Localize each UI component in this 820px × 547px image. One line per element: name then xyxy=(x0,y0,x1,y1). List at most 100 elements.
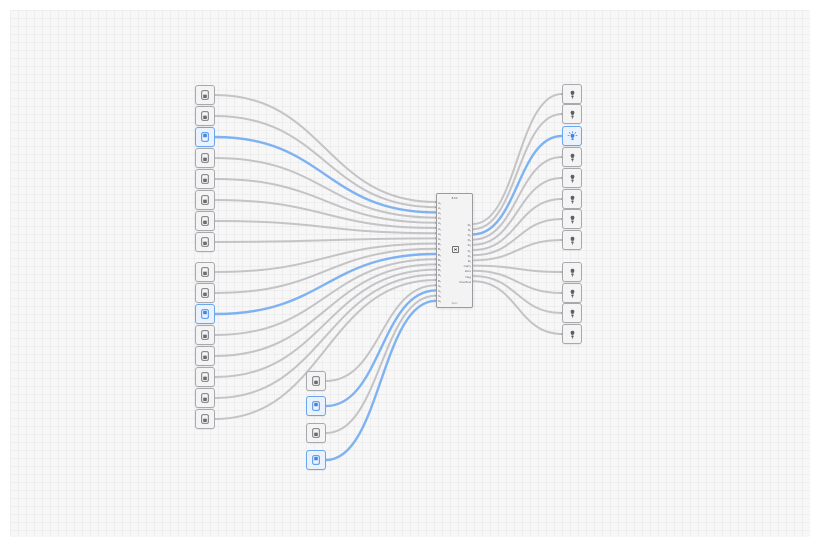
chip-input-pin[interactable]: B₃ xyxy=(438,257,442,262)
chip-output-pin[interactable]: R₆ xyxy=(467,253,471,258)
chip-input-pin[interactable]: S₂ xyxy=(438,294,442,299)
output-lamp-R₂[interactable] xyxy=(562,126,582,146)
chip-output-pin[interactable]: R₃ xyxy=(467,238,471,243)
chip-title: 8-bit xyxy=(451,196,458,200)
input-switch-A₂[interactable] xyxy=(195,127,215,147)
wire-input-7 xyxy=(214,237,437,243)
chip-input-pin[interactable]: A₆ xyxy=(438,231,442,236)
chip-output-pin[interactable]: Zero xyxy=(464,269,471,274)
input-switch-B₆[interactable] xyxy=(195,388,215,408)
input-switch-B₇[interactable] xyxy=(195,409,215,429)
wire-input-1 xyxy=(214,115,437,209)
chip-input-pin[interactable]: B₀ xyxy=(438,242,442,247)
chip-input-pin[interactable]: A₀ xyxy=(438,200,442,205)
chip-output-pin[interactable]: R₀ xyxy=(467,222,471,227)
light-bulb-icon xyxy=(570,110,574,119)
chip-input-pin[interactable]: A₇ xyxy=(438,236,442,241)
chip-input-pin[interactable]: B₅ xyxy=(438,268,442,273)
chip-footer: ALU xyxy=(451,301,458,305)
output-lamp-Zero[interactable] xyxy=(562,283,582,303)
input-switch-A₄[interactable] xyxy=(195,169,215,189)
toggle-switch-icon xyxy=(201,237,209,247)
output-lamp-R₅[interactable] xyxy=(562,189,582,209)
chip-output-pin[interactable]: R₅ xyxy=(467,248,471,253)
wire-input-18 xyxy=(325,294,437,434)
chip-output-pin[interactable]: R₂ xyxy=(467,232,471,237)
wire-output-6 xyxy=(472,218,563,257)
toggle-switch-icon xyxy=(312,428,320,438)
light-bulb-icon xyxy=(570,268,574,277)
toggle-switch-icon xyxy=(201,309,209,319)
wire-output-1 xyxy=(472,113,563,231)
light-bulb-icon xyxy=(570,215,574,224)
chip-output-pin[interactable]: R₇ xyxy=(467,258,471,263)
chip-icon xyxy=(451,245,460,254)
output-lamp-R₁[interactable] xyxy=(562,104,582,124)
input-switch-A₀[interactable] xyxy=(195,85,215,105)
light-bulb-icon xyxy=(570,195,574,204)
toggle-switch-icon xyxy=(201,90,209,100)
wire-output-7 xyxy=(472,239,563,262)
wire-input-11 xyxy=(214,258,437,336)
chip-input-pin[interactable]: A₅ xyxy=(438,226,442,231)
chip-output-pin[interactable]: Overflow xyxy=(459,279,471,284)
light-bulb-icon xyxy=(570,309,574,318)
chip-input-pin[interactable]: B₆ xyxy=(438,273,442,278)
toggle-switch-icon xyxy=(201,153,209,163)
input-switch-B₅[interactable] xyxy=(195,367,215,387)
input-switch-A₅[interactable] xyxy=(195,190,215,210)
chip-input-pin[interactable]: A₂ xyxy=(438,210,442,215)
input-switch-S₃[interactable] xyxy=(306,450,326,470)
output-lamp-R₆[interactable] xyxy=(562,209,582,229)
output-lamp-R₇[interactable] xyxy=(562,230,582,250)
output-lamp-Overflow[interactable] xyxy=(562,324,582,344)
output-lamp-Carry[interactable] xyxy=(562,262,582,282)
wire-input-10 xyxy=(213,252,438,316)
chip-output-pin[interactable]: Carry xyxy=(463,264,471,269)
circuit-canvas[interactable] xyxy=(10,10,810,537)
output-lamp-R₀[interactable] xyxy=(562,84,582,104)
input-switch-S₁[interactable] xyxy=(306,396,326,416)
output-lamp-Neg[interactable] xyxy=(562,303,582,323)
wire-input-13 xyxy=(214,268,437,378)
input-switch-A₆[interactable] xyxy=(195,211,215,231)
chip-input-pin[interactable]: A₃ xyxy=(438,216,442,221)
chip-input-pin[interactable]: A₄ xyxy=(438,221,442,226)
toggle-switch-icon xyxy=(312,401,320,411)
input-switch-B₀[interactable] xyxy=(195,262,215,282)
wire-input-6 xyxy=(214,220,437,235)
input-switch-B₃[interactable] xyxy=(195,325,215,345)
input-switch-S₀[interactable] xyxy=(306,371,326,391)
output-lamp-R₄[interactable] xyxy=(562,168,582,188)
chip-input-pin[interactable]: B₁ xyxy=(438,247,442,252)
input-switch-S₂[interactable] xyxy=(306,423,326,443)
chip-input-pin[interactable]: B₇ xyxy=(438,278,442,283)
input-switch-B₄[interactable] xyxy=(195,346,215,366)
toggle-switch-icon xyxy=(201,111,209,121)
chip-input-pin[interactable]: S₃ xyxy=(438,299,442,304)
wire-output-9 xyxy=(472,269,563,294)
chip-input-pin[interactable]: B₄ xyxy=(438,262,442,267)
input-switch-A₃[interactable] xyxy=(195,148,215,168)
chip-input-pin[interactable]: S₀ xyxy=(438,283,442,288)
output-lamp-R₃[interactable] xyxy=(562,147,582,167)
chip-input-pin[interactable]: S₁ xyxy=(438,288,442,293)
input-switch-B₂[interactable] xyxy=(195,304,215,324)
input-switch-A₇[interactable] xyxy=(195,232,215,252)
input-switch-A₁[interactable] xyxy=(195,106,215,126)
wire-output-11 xyxy=(472,280,563,335)
chip-input-pin[interactable]: B₂ xyxy=(438,252,442,257)
chip-output-pin[interactable]: R₁ xyxy=(467,227,471,232)
light-bulb-icon xyxy=(567,130,577,140)
chip-output-pin[interactable]: Neg xyxy=(465,274,471,279)
wire-input-14 xyxy=(214,273,437,399)
wire-input-0 xyxy=(214,94,437,203)
input-switch-B₁[interactable] xyxy=(195,283,215,303)
toggle-switch-icon xyxy=(312,376,320,386)
toggle-switch-icon xyxy=(201,330,209,340)
chip-output-pin[interactable]: R₄ xyxy=(467,243,471,248)
light-bulb-icon xyxy=(570,174,574,183)
chip-input-pin[interactable]: A₁ xyxy=(438,205,442,210)
